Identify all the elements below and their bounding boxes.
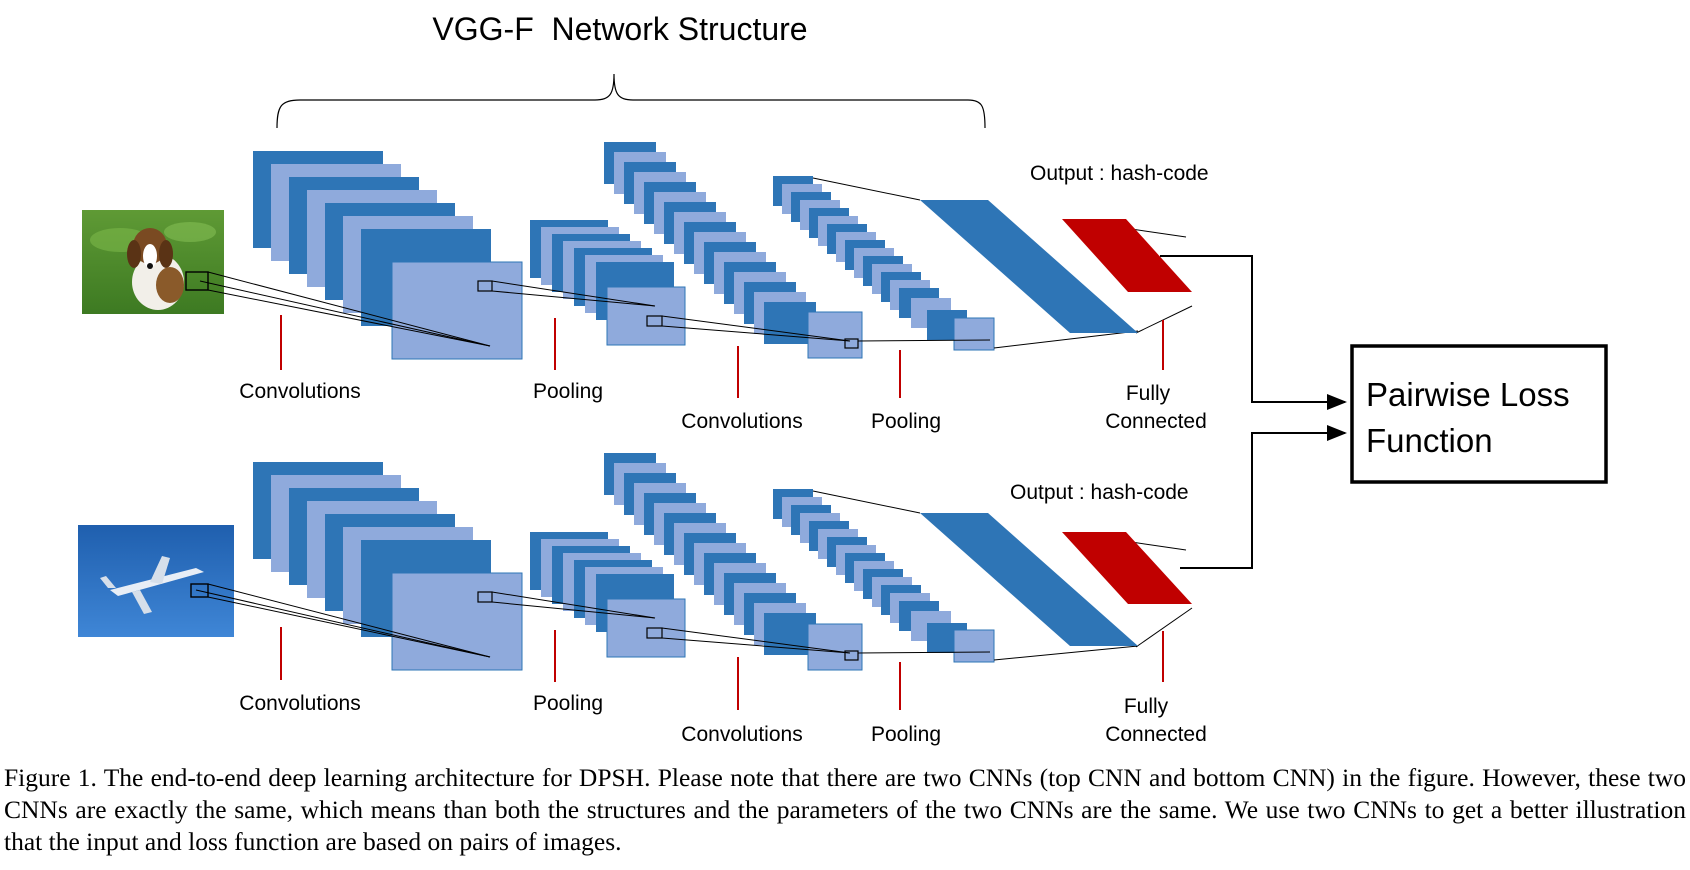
label-connected: Connected xyxy=(1105,723,1207,746)
label-convolutions: Convolutions xyxy=(239,692,360,715)
label-convolutions: Convolutions xyxy=(239,380,360,403)
pool2-stack xyxy=(773,176,995,351)
hash-code-output xyxy=(1062,532,1192,604)
pool2-stack xyxy=(773,489,995,663)
label-convolutions: Convolutions xyxy=(681,723,802,746)
bottom-cnn: Convolutions Pooling Convolutions Poolin… xyxy=(78,453,1207,746)
pairwise-loss-box: Pairwise Loss Function xyxy=(1350,344,1608,484)
conv1-stack xyxy=(253,462,523,671)
label-fully: Fully xyxy=(1126,382,1171,405)
loss-box-line1: Pairwise Loss xyxy=(1366,376,1570,413)
receptive-lines-1 xyxy=(195,583,491,658)
pool1-stack xyxy=(530,220,686,346)
dpsh-architecture-diagram: VGG-F Network Structure xyxy=(78,11,1608,746)
connector-arrows xyxy=(1160,255,1347,569)
hash-code-output xyxy=(1062,219,1192,292)
label-output-hash-code: Output : hash-code xyxy=(1030,162,1209,185)
label-pooling: Pooling xyxy=(871,723,941,746)
fully-connected-layer xyxy=(920,513,1138,646)
vgg-brace xyxy=(276,73,986,129)
receptive-lines-1 xyxy=(199,271,491,347)
receptive-lines-3 xyxy=(661,627,851,654)
label-pooling: Pooling xyxy=(533,692,603,715)
receptive-lines-3 xyxy=(661,315,851,342)
stage-markers xyxy=(280,627,1164,710)
top-cnn: Convolutions Pooling Convolutions Poolin… xyxy=(82,142,1209,433)
label-fully: Fully xyxy=(1124,695,1169,718)
receptive-lines-2 xyxy=(491,591,656,619)
pool1-stack xyxy=(530,532,686,658)
receptive-lines-2 xyxy=(491,280,656,307)
label-connected: Connected xyxy=(1105,410,1207,433)
label-output-hash-code: Output : hash-code xyxy=(1010,481,1189,504)
conv1-stack xyxy=(253,151,523,360)
figure-caption: Figure 1. The end-to-end deep learning a… xyxy=(4,763,1686,856)
diagram-title: VGG-F Network Structure xyxy=(432,11,807,47)
fully-connected-layer xyxy=(920,200,1138,333)
label-pooling: Pooling xyxy=(533,380,603,403)
label-convolutions: Convolutions xyxy=(681,410,802,433)
loss-box-line2: Function xyxy=(1366,422,1493,459)
conv2-stack xyxy=(604,453,863,671)
label-pooling: Pooling xyxy=(871,410,941,433)
input-image-airplane xyxy=(78,525,234,637)
conv2-stack xyxy=(604,142,863,359)
input-image-dog xyxy=(82,210,224,314)
stage-markers xyxy=(280,315,1164,398)
